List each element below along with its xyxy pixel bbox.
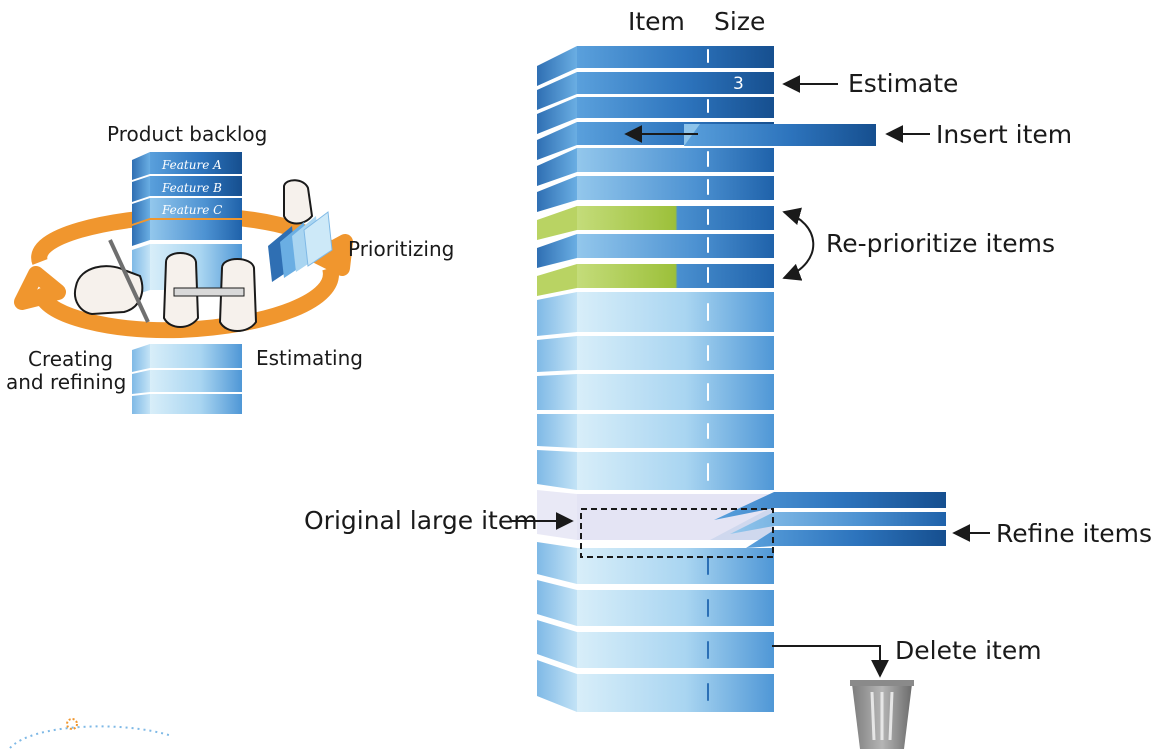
- original-item-label: Original large item: [304, 506, 538, 535]
- backlog-row: [537, 542, 774, 584]
- backlog-row-highlighted: [537, 264, 774, 296]
- original-large-item: [537, 490, 774, 540]
- reprioritize-label: Re-prioritize items: [826, 229, 1055, 258]
- backlog-row: [537, 176, 774, 212]
- backlog-row: [537, 620, 774, 668]
- hand-pen-icon: [74, 239, 150, 323]
- mini-title: Product backlog: [107, 122, 267, 146]
- estimating-label: Estimating: [256, 346, 363, 370]
- arrow-down-icon: [772, 645, 889, 678]
- refine-label: Refine items: [996, 519, 1152, 548]
- logo-icon: [9, 718, 173, 749]
- trash-can-icon: [850, 680, 914, 749]
- insert-label: Insert item: [936, 120, 1072, 149]
- backlog-row: [537, 234, 774, 268]
- backlog-row: [537, 414, 774, 448]
- estimate-label: Estimate: [848, 69, 958, 98]
- backlog-row: [537, 374, 774, 410]
- mini-stack: [132, 152, 242, 414]
- inserted-item: [684, 124, 876, 146]
- backlog-stack: [537, 46, 774, 712]
- hand-cards-icon: [268, 179, 333, 282]
- cycle-arrow-front-icon: [14, 265, 339, 339]
- feature-a-label: Feature A: [161, 158, 222, 172]
- refined-items: [714, 492, 946, 548]
- backlog-row: [537, 72, 774, 110]
- original-item-outline: [580, 508, 774, 558]
- prioritizing-label: Prioritizing: [348, 237, 454, 261]
- backlog-row: [537, 580, 774, 626]
- column-header-size: Size: [714, 7, 765, 36]
- column-header-item: Item: [628, 7, 685, 36]
- hands-ruler-icon: [162, 252, 258, 332]
- feature-c-label: Feature C: [161, 203, 222, 217]
- double-arrow-icon: [782, 207, 815, 281]
- backlog-row: [537, 148, 774, 186]
- backlog-row: [537, 46, 774, 86]
- backlog-row: [537, 660, 774, 712]
- refining-label: and refining: [6, 370, 126, 394]
- mini-backlog-diagram: Product backlog Feature A Feature B Feat…: [6, 122, 454, 414]
- backlog-row: [537, 450, 774, 490]
- estimate-value: 3: [733, 74, 744, 94]
- backlog-row-highlighted: [537, 206, 774, 240]
- creating-label: Creating: [28, 347, 113, 371]
- delete-label: Delete item: [895, 636, 1042, 665]
- backlog-row: [537, 336, 774, 372]
- feature-b-label: Feature B: [161, 181, 222, 195]
- backlog-row: [537, 292, 774, 336]
- backlog-row: [537, 97, 774, 134]
